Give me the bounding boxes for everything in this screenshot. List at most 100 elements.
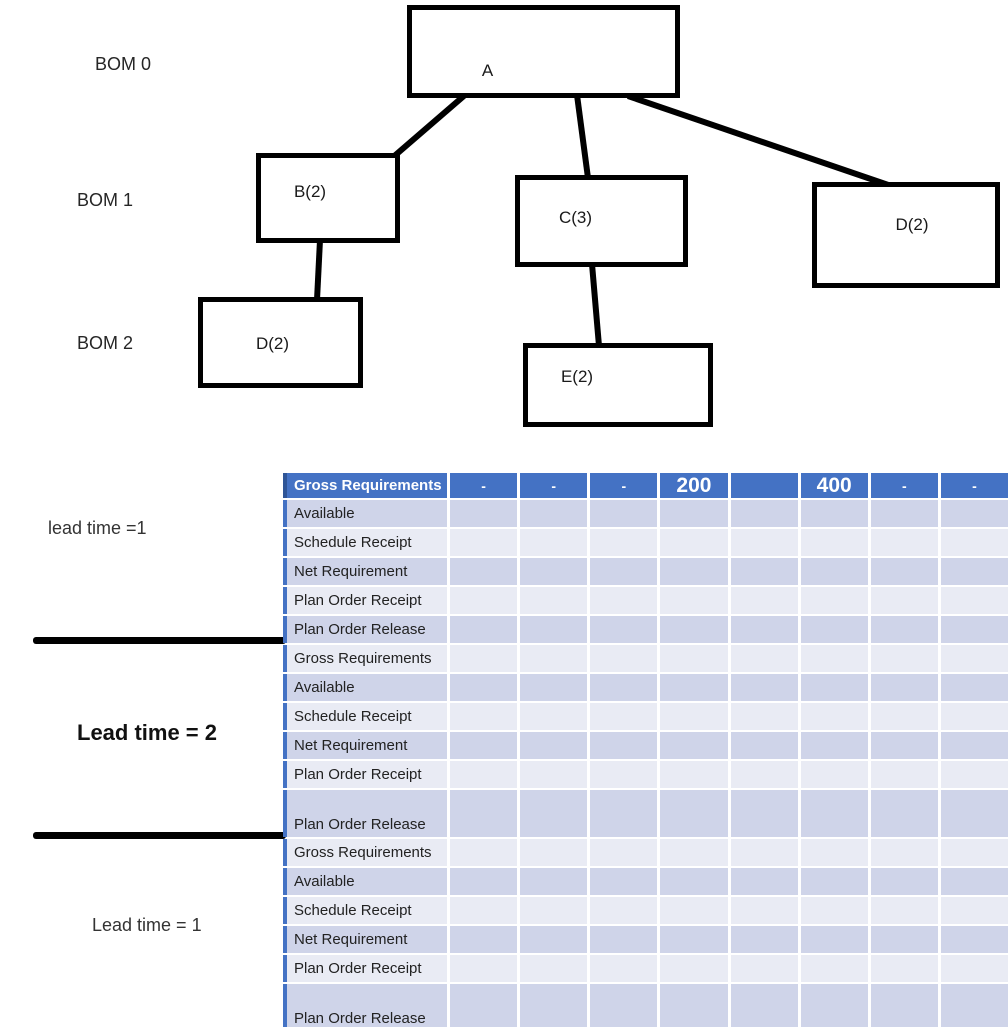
table-cell bbox=[800, 674, 868, 701]
row-label: Net Requirement bbox=[283, 558, 447, 585]
table-cell bbox=[870, 674, 938, 701]
table-cell bbox=[800, 645, 868, 672]
table-cell bbox=[730, 897, 798, 924]
row-label: Available bbox=[283, 500, 447, 527]
header-value-cell: 400 bbox=[800, 473, 868, 498]
table-cell bbox=[660, 984, 728, 1027]
table-cell bbox=[590, 897, 658, 924]
table-cell bbox=[450, 587, 518, 614]
table-cell bbox=[590, 955, 658, 982]
table-cell bbox=[450, 790, 518, 837]
table-cell bbox=[940, 529, 1008, 556]
separator-line-2 bbox=[33, 832, 286, 839]
bom-node-d-level2: D(2) bbox=[198, 297, 363, 388]
table-cell bbox=[660, 926, 728, 953]
row-label: Plan Order Receipt bbox=[283, 955, 447, 982]
table-cell bbox=[730, 645, 798, 672]
table-cell bbox=[660, 500, 728, 527]
row-label: Net Requirement bbox=[283, 732, 447, 759]
table-row: Plan Order Receipt bbox=[283, 761, 1008, 788]
table-cell bbox=[660, 616, 728, 643]
row-label: Schedule Receipt bbox=[283, 703, 447, 730]
table-cell bbox=[520, 984, 588, 1027]
row-label: Schedule Receipt bbox=[283, 529, 447, 556]
table-cell bbox=[800, 732, 868, 759]
table-cell bbox=[590, 761, 658, 788]
table-cell bbox=[520, 645, 588, 672]
edge-b-d bbox=[314, 239, 323, 301]
table-cell bbox=[520, 926, 588, 953]
table-cell bbox=[590, 645, 658, 672]
header-value-cell: - bbox=[520, 473, 588, 498]
row-label: Gross Requirements bbox=[283, 645, 447, 672]
table-cell bbox=[450, 529, 518, 556]
table-cell bbox=[730, 500, 798, 527]
header-value-cell: - bbox=[940, 473, 1008, 498]
table-cell bbox=[800, 616, 868, 643]
table-cell bbox=[940, 897, 1008, 924]
bom-node-d2-label: D(2) bbox=[255, 333, 290, 353]
table-cell bbox=[520, 674, 588, 701]
edge-a-c bbox=[574, 94, 591, 179]
table-cell bbox=[800, 926, 868, 953]
table-cell bbox=[450, 703, 518, 730]
table-cell bbox=[870, 558, 938, 585]
table-cell bbox=[870, 984, 938, 1027]
table-cell bbox=[870, 645, 938, 672]
table-cell bbox=[940, 984, 1008, 1027]
table-cell bbox=[590, 984, 658, 1027]
table-cell bbox=[870, 732, 938, 759]
table-cell bbox=[660, 761, 728, 788]
table-cell bbox=[730, 732, 798, 759]
table-cell bbox=[800, 790, 868, 837]
table-cell bbox=[520, 703, 588, 730]
header-value-cell: - bbox=[590, 473, 658, 498]
table-cell bbox=[940, 587, 1008, 614]
table-cell bbox=[800, 500, 868, 527]
row-label: Plan Order Release bbox=[283, 984, 447, 1027]
table-cell bbox=[870, 587, 938, 614]
table-cell bbox=[660, 839, 728, 866]
table-row: Available bbox=[283, 674, 1008, 701]
table-cell bbox=[940, 558, 1008, 585]
table-cell bbox=[870, 616, 938, 643]
row-label: Available bbox=[283, 868, 447, 895]
bom-node-e: E(2) bbox=[523, 343, 713, 427]
row-label: Plan Order Release bbox=[283, 616, 447, 643]
table-cell bbox=[520, 500, 588, 527]
table-row: Plan Order Receipt bbox=[283, 955, 1008, 982]
table-cell bbox=[590, 616, 658, 643]
header-value-cell bbox=[730, 473, 798, 498]
table-cell bbox=[800, 984, 868, 1027]
table-cell bbox=[730, 558, 798, 585]
table-cell bbox=[450, 868, 518, 895]
table-cell bbox=[870, 500, 938, 527]
table-row: Plan Order Receipt bbox=[283, 587, 1008, 614]
table-row: Available bbox=[283, 868, 1008, 895]
table-row: Net Requirement bbox=[283, 558, 1008, 585]
bom-node-c: C(3) bbox=[515, 175, 688, 267]
table-row: Schedule Receipt bbox=[283, 529, 1008, 556]
table-cell bbox=[520, 897, 588, 924]
table-cell bbox=[590, 703, 658, 730]
table-row: Net Requirement bbox=[283, 926, 1008, 953]
table-row: Plan Order Release bbox=[283, 616, 1008, 643]
bom-level-1-label: BOM 1 bbox=[77, 190, 134, 210]
table-cell bbox=[590, 868, 658, 895]
table-row: Schedule Receipt bbox=[283, 703, 1008, 730]
table-cell bbox=[730, 703, 798, 730]
table-cell bbox=[520, 839, 588, 866]
bom-node-a: A bbox=[407, 5, 680, 98]
table-cell bbox=[520, 587, 588, 614]
table-cell bbox=[730, 529, 798, 556]
row-label: Plan Order Receipt bbox=[283, 587, 447, 614]
table-cell bbox=[660, 732, 728, 759]
edge-a-b bbox=[390, 92, 467, 161]
table-cell bbox=[730, 790, 798, 837]
table-row: Net Requirement bbox=[283, 732, 1008, 759]
table-cell bbox=[520, 732, 588, 759]
table-cell bbox=[940, 955, 1008, 982]
table-header-row: Gross Requirements - - - 200 400 - - bbox=[283, 473, 1008, 498]
table-cell bbox=[800, 761, 868, 788]
